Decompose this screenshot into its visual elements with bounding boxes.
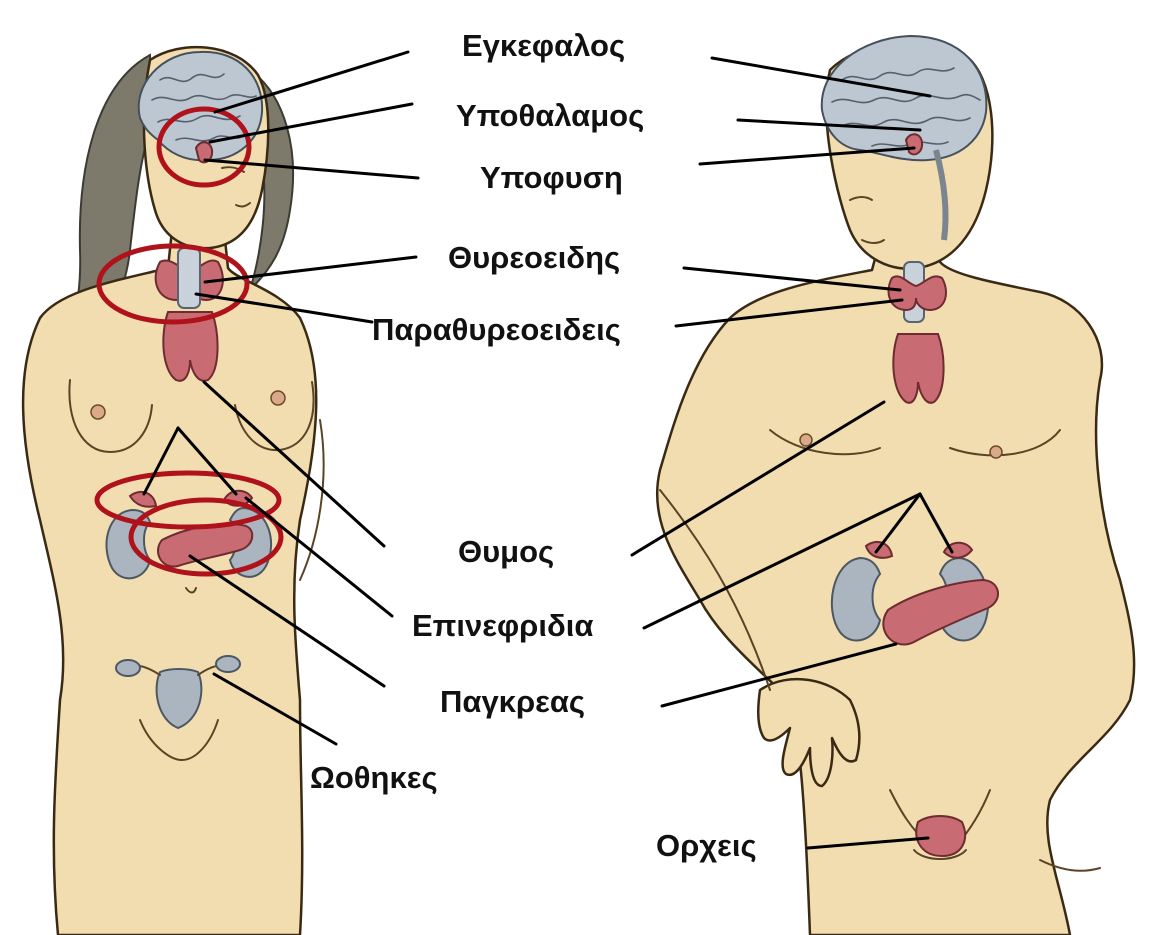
- male-pituitary: [906, 134, 922, 154]
- female-figure: [23, 47, 324, 935]
- label-testes: Ορχεις: [656, 828, 757, 863]
- label-ovaries: Ωοθηκες: [310, 760, 438, 795]
- label-pancreas: Παγκρεας: [440, 684, 585, 719]
- male-brain: [822, 36, 987, 160]
- female-trachea: [178, 248, 200, 308]
- pointer-thyroid-left: [205, 257, 416, 282]
- male-testes: [916, 816, 965, 856]
- female-ovary-left: [116, 660, 140, 676]
- label-hypothalamus: Υποθαλαμος: [456, 98, 644, 133]
- female-ovary-right: [216, 656, 240, 672]
- label-parathyroids: Παραθυρεοειδεις: [372, 312, 621, 347]
- label-thyroid: Θυρεοειδης: [448, 240, 620, 275]
- male-figure: [657, 36, 1134, 935]
- label-brain: Εγκεφαλος: [462, 28, 625, 63]
- label-pituitary: Υποφυση: [480, 160, 623, 195]
- label-thymus: Θυμος: [458, 534, 554, 569]
- label-adrenals: Επινεφριδια: [412, 608, 593, 643]
